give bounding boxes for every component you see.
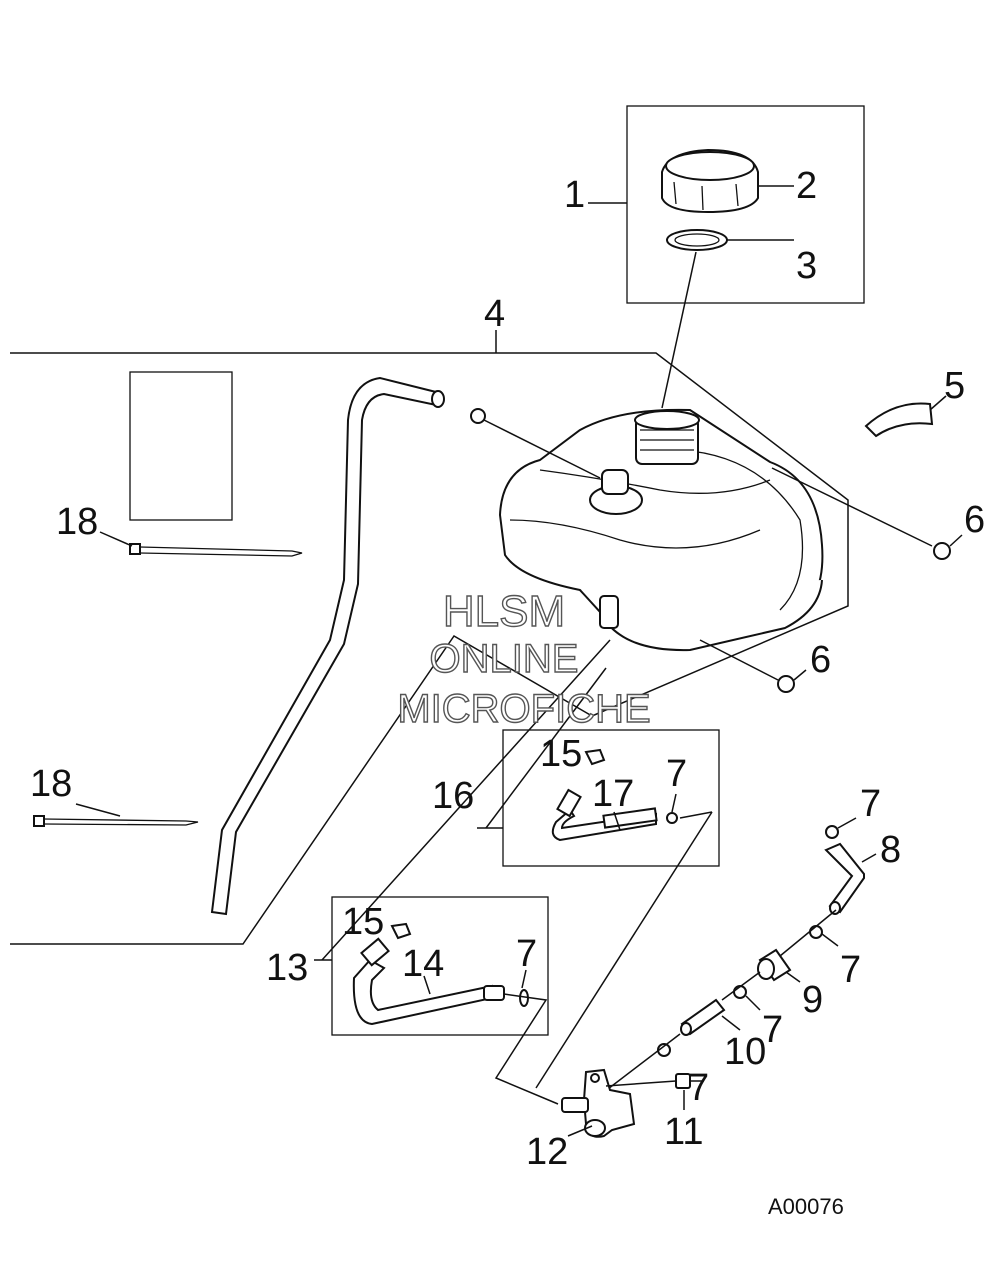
callout-7c: 7 [516,933,537,975]
leader-5 [929,395,947,411]
leader-14 [423,975,431,995]
callout-5: 5 [944,365,965,407]
leader-chain-1 [779,909,837,957]
leader-7b [521,969,527,989]
leader-17 [613,811,621,831]
hose-14 [352,937,505,1026]
callout-18b: 18 [30,763,72,805]
callout-6b: 6 [810,639,831,681]
tank-assembly-bracket-bottom [10,635,593,945]
tank-strap [864,402,934,438]
callout-7e: 7 [762,1009,783,1051]
leader-10 [721,1015,741,1031]
manual-document-box [129,371,233,521]
leader-to-valve-line [535,811,713,1089]
leader-7d [821,933,839,947]
vent-hose [210,376,445,916]
callout-8: 8 [880,829,901,871]
leader-chain-3 [603,1033,681,1093]
cap-kit-frame [626,105,865,304]
callout-10: 10 [724,1031,766,1073]
callout-6a: 6 [964,499,985,541]
callout-2: 2 [796,165,817,207]
callout-9: 9 [802,979,823,1021]
callout-7f: 7 [688,1067,709,1109]
leader-7e [745,995,761,1011]
tank-assembly-bracket [10,352,849,717]
callout-4: 4 [484,293,505,335]
hose-kit-13-frame [331,896,549,1036]
leader-vent-to-tank [479,417,601,479]
callout-7b: 7 [860,783,881,825]
callout-7d: 7 [840,949,861,991]
leader-chain-2 [721,971,761,1001]
callout-15a: 15 [540,733,582,775]
callout-1: 1 [564,174,585,216]
leader-7a [671,793,677,813]
fuel-valve-icon [561,1068,636,1138]
gasket-ring-icon [666,229,728,251]
leader-8 [861,853,877,863]
watermark-line-1: HLSM [443,587,565,636]
hose-17 [551,788,658,842]
watermark-line-2: ONLINE [430,637,579,681]
cable-tie-icon [99,531,303,557]
callout-18a: 18 [56,501,98,543]
hose-10 [680,998,726,1036]
callout-7a: 7 [666,753,687,795]
leader-hose14-to-valve [494,993,559,1105]
callout-11: 11 [664,1111,703,1153]
leader-cap-to-tank [661,251,697,409]
callout-12: 12 [526,1131,568,1173]
callout-13: 13 [266,947,308,989]
leader-to-valve-a [679,811,713,819]
hose-clamp-icon [584,748,678,824]
leader-7c [837,817,857,829]
bracket-16-line [485,667,607,829]
leader-9 [785,971,801,983]
hose-clamp-icon [470,408,486,424]
callout-17: 17 [592,773,634,815]
bolt-icon [699,639,807,693]
bolt-icon [771,467,963,560]
watermark-line-3: MICROFICHE [397,687,650,731]
hose-kit-16-frame [502,729,720,867]
callout-16: 16 [432,775,474,817]
fuel-filter-icon [757,948,792,982]
bolt-icon [605,1073,691,1110]
fuel-cap-icon [661,148,759,214]
callout-3: 3 [796,245,817,287]
callout-14: 14 [402,943,444,985]
bracket-13-line [321,639,611,961]
hose-8 [824,842,865,915]
cable-tie-icon [33,803,199,827]
leader-12 [567,1125,593,1137]
drawing-code: A00076 [768,1194,844,1219]
callout-15b: 15 [342,901,384,943]
